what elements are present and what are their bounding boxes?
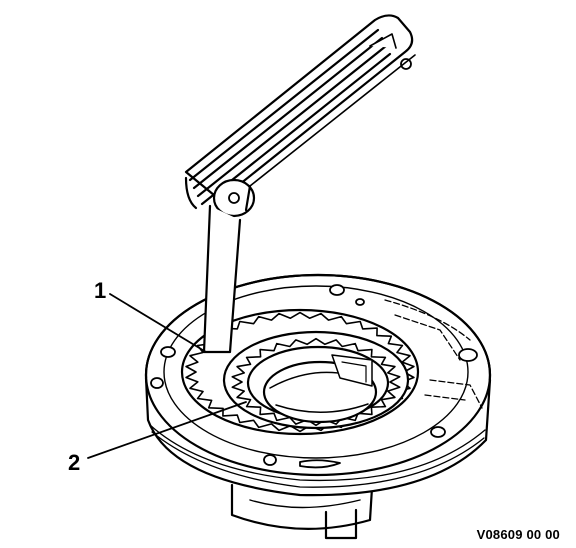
feeler-gauge [184, 14, 416, 354]
bolt-holes [150, 284, 478, 469]
callout-2: 2 [68, 450, 81, 475]
leader-lines [87, 293, 247, 459]
leader-line-1 [109, 293, 207, 353]
housing-channels [384, 299, 483, 409]
pump-bottom-hub [230, 483, 374, 540]
leader-line-2 [87, 401, 247, 459]
center-bore [262, 354, 378, 424]
callout-1: 1 [94, 278, 107, 303]
figure-code: V08609 00 00 [476, 527, 560, 542]
